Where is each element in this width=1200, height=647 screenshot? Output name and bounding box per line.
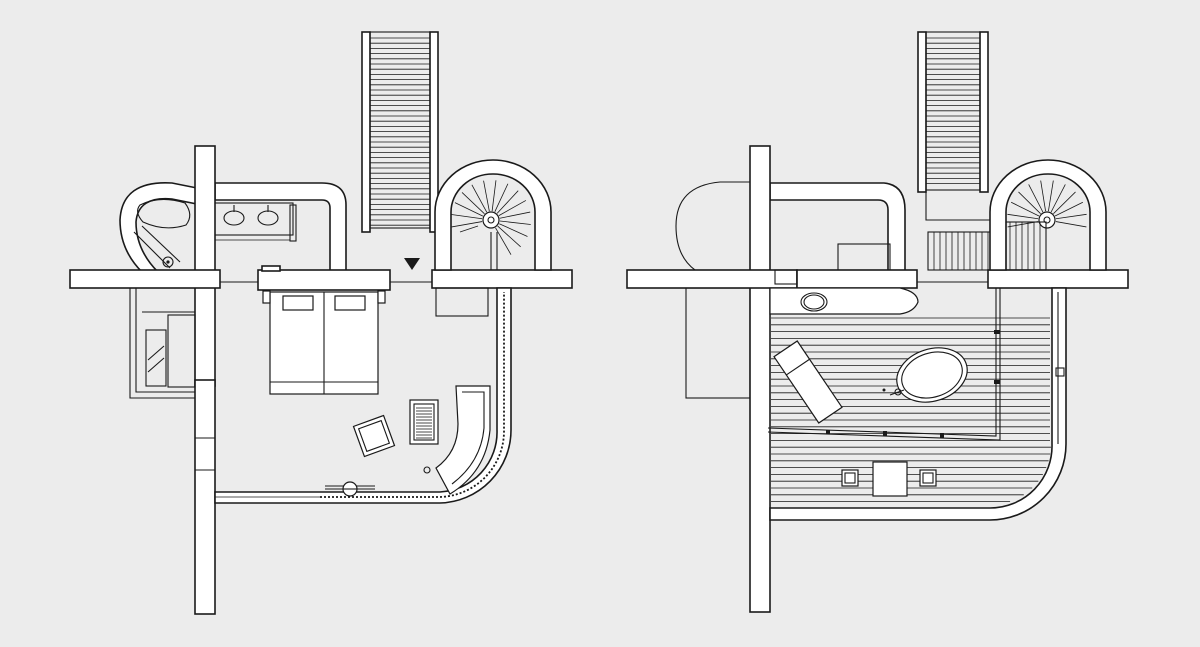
left-radiator — [409, 399, 439, 445]
left-shower-basin — [137, 198, 191, 229]
entrance-arrow-icon — [404, 258, 420, 270]
left-spiral-staircase — [434, 159, 552, 317]
right-rounded-volume — [675, 181, 750, 271]
right-bathtub — [882, 347, 968, 403]
left-closet — [129, 288, 196, 399]
left-bathroom-enclosure — [214, 182, 347, 273]
left-straight-staircase — [361, 31, 439, 233]
right-glass-partition — [767, 288, 1001, 441]
left-double-bed — [262, 290, 386, 395]
left-plan — [69, 31, 573, 615]
right-oval-basin — [800, 292, 828, 312]
right-plan — [626, 31, 1129, 613]
left-armchair — [352, 414, 396, 458]
left-horizontal-wall — [69, 269, 221, 289]
left-curved-sofa — [435, 385, 491, 495]
left-vertical-wall — [194, 145, 216, 387]
left-curved-glazing — [214, 287, 512, 504]
left-vanity — [212, 202, 297, 242]
right-straight-staircase — [917, 31, 996, 221]
right-spiral-staircase — [989, 159, 1107, 271]
right-outdoor-table — [841, 461, 937, 497]
right-chaise-longue — [773, 340, 843, 424]
left-side-table — [325, 481, 375, 497]
